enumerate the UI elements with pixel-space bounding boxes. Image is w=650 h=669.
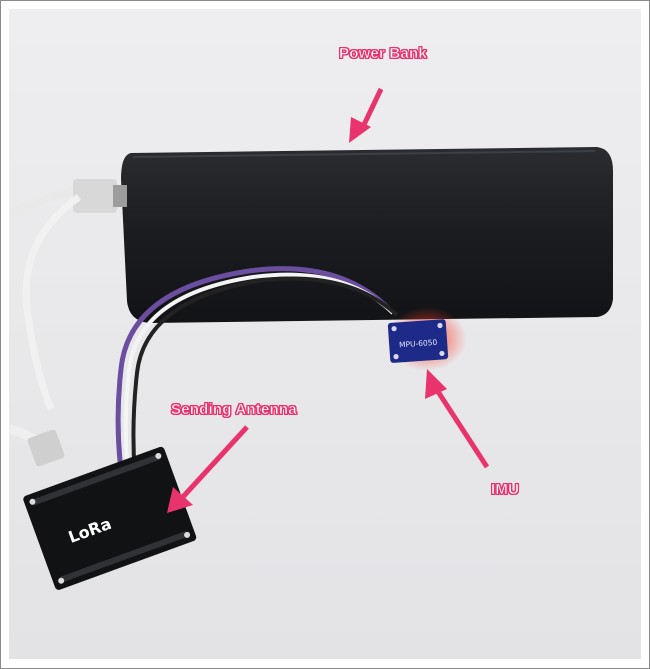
imu-arrow [432,385,490,469]
photo-illustration: MPU-6050 LoRa [9,9,641,659]
power-bank-label: Power Bank [339,45,427,63]
lora-board: LoRa [23,446,197,590]
imu-chip-marking: MPU-6050 [399,338,438,350]
usb-connector-top [9,179,127,219]
device-photo: MPU-6050 LoRa [9,9,641,659]
sending-antenna-label: Sending Antenna [171,401,297,419]
usb-connector-bottom [9,424,65,467]
power-bank [121,147,613,323]
imu-label: IMU [491,481,520,499]
usb-cable [22,194,82,411]
jumper-wires [115,266,399,514]
annotation-arrows [167,87,490,513]
imu-board: MPU-6050 [387,319,449,363]
antenna-arrow [179,425,249,501]
